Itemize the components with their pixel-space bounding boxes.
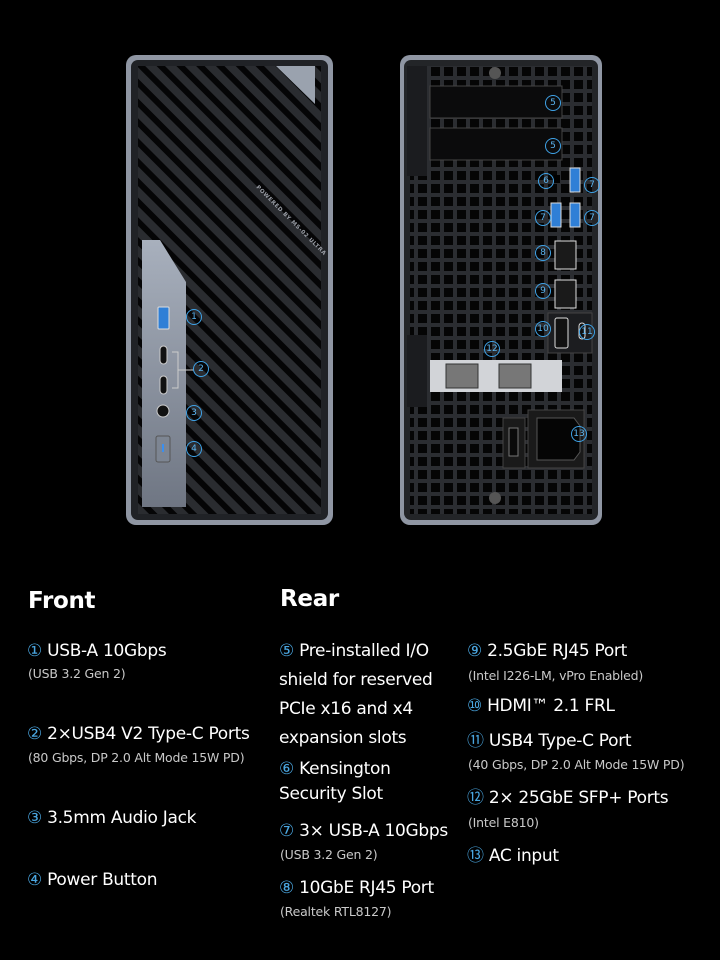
rear-item-7: ⑦ 3× USB-A 10Gbps (279, 821, 448, 841)
usb-a-port (157, 306, 170, 330)
callout-marker: 9 (535, 283, 551, 299)
rear-item-13: ⑬ AC input (467, 846, 559, 866)
callout-marker: 13 (571, 426, 587, 442)
ac-inlet (536, 417, 581, 461)
callout-marker: 4 (186, 441, 202, 457)
sfp-port-2 (498, 363, 532, 389)
rear-item-11: ⑪ USB4 Type-C Port (467, 731, 632, 751)
callout-marker: 6 (538, 173, 554, 189)
rear-item-7-detail: (USB 3.2 Gen 2) (280, 847, 378, 862)
power-switch (508, 427, 519, 457)
usb-c-port-2 (159, 375, 168, 395)
callout-marker: 12 (484, 341, 500, 357)
callout-marker: 7 (584, 210, 600, 226)
rear-item-12-detail: (Intel E810) (468, 815, 539, 830)
callout-marker: 10 (535, 321, 551, 337)
front-item-2: ② 2×USB4 V2 Type-C Ports (27, 724, 250, 744)
callout-marker: 7 (535, 210, 551, 226)
usb-a-port (569, 167, 581, 193)
front-chassis (126, 55, 333, 525)
rear-item-12: ⑫ 2× 25GbE SFP+ Ports (467, 788, 669, 808)
sfp-port-1 (445, 363, 479, 389)
front-item-4: ④ Power Button (27, 870, 158, 890)
rear-item-10: ⑩ HDMI™ 2.1 FRL (467, 696, 615, 716)
callout-marker: 7 (584, 177, 600, 193)
kensington-slot (554, 175, 560, 183)
product-illustration (126, 55, 602, 525)
callout-marker: 5 (545, 95, 561, 111)
rear-item-11-detail: (40 Gbps, DP 2.0 Alt Mode 15W PD) (468, 757, 685, 772)
hdmi-port (554, 317, 569, 349)
brand-logo-plate (276, 66, 315, 104)
rear-chassis (400, 55, 602, 525)
rear-item-8-detail: (Realtek RTL8127) (280, 904, 392, 919)
front-io-panel (142, 240, 186, 507)
usb-a-port (569, 202, 581, 228)
pcie-shield-2 (429, 127, 563, 161)
usb-a-port (550, 202, 562, 228)
rear-item-9-detail: (Intel I226-LM, vPro Enabled) (468, 668, 644, 683)
rj45-2-5gbe (554, 279, 577, 309)
front-item-2-detail: (80 Gbps, DP 2.0 Alt Mode 15W PD) (28, 750, 245, 765)
audio-jack (156, 404, 170, 418)
rear-heading: Rear (280, 586, 339, 612)
callout-marker: 2 (193, 361, 209, 377)
usb-c-port-1 (159, 345, 168, 365)
callout-marker: 3 (186, 405, 202, 421)
rj45-10gbe (554, 240, 577, 270)
rear-item-6: ⑥ Kensington Security Slot (279, 759, 391, 804)
rear-item-9: ⑨ 2.5GbE RJ45 Port (467, 641, 627, 661)
callout-marker: 11 (579, 324, 595, 340)
rear-item-5: ⑤ Pre-installed I/O shield for reserved … (279, 641, 433, 748)
callout-marker: 8 (535, 245, 551, 261)
pcie-shield-1 (429, 85, 563, 119)
rear-item-8: ⑧ 10GbE RJ45 Port (279, 878, 434, 898)
callout-marker: 5 (545, 138, 561, 154)
front-item-3: ③ 3.5mm Audio Jack (27, 808, 197, 828)
front-item-1-detail: (USB 3.2 Gen 2) (28, 666, 126, 681)
front-heading: Front (28, 588, 96, 614)
front-item-1: ① USB-A 10Gbps (27, 641, 167, 661)
callout-marker: 1 (186, 309, 202, 325)
